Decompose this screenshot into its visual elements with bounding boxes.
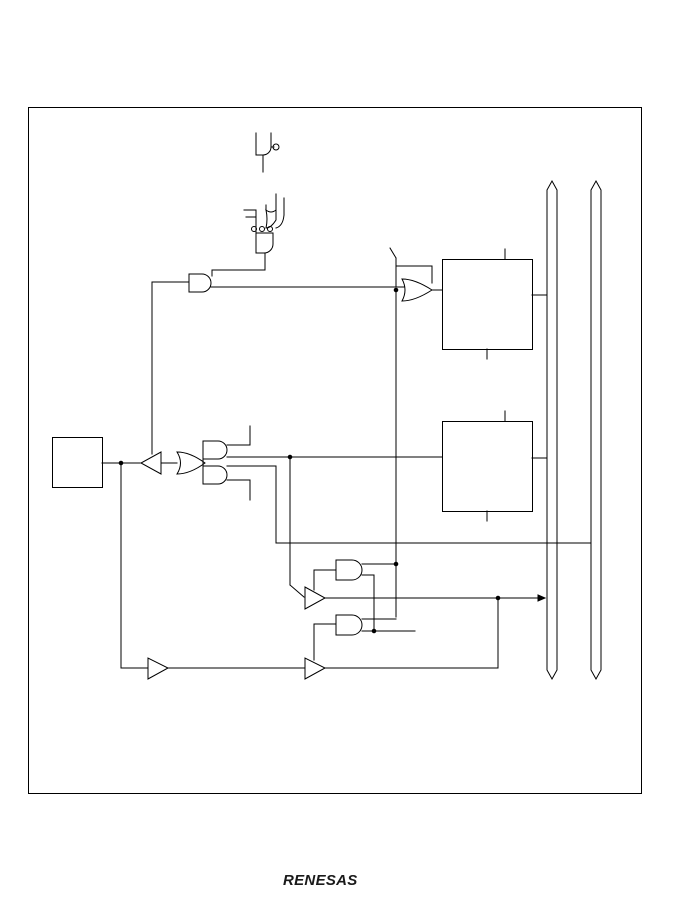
logo-text: RENESAS (283, 871, 358, 889)
and-gate-mid (255, 232, 274, 254)
diagram-frame (28, 107, 642, 794)
internal-bus-left (546, 179, 558, 681)
and-gate-pin-lower (202, 465, 228, 485)
inverter-bubble-b (259, 226, 265, 232)
internal-bus-right (590, 179, 602, 681)
pin-block (52, 437, 103, 488)
buffer-pin (139, 451, 162, 475)
inverter-bubble-top (272, 143, 280, 151)
buffer-input-left (147, 657, 170, 680)
or-gate-pin (176, 451, 206, 475)
inverter-bubble-a (251, 226, 257, 232)
or-gate-register (401, 278, 433, 302)
and-gate-lower-b (335, 614, 363, 636)
junction-a (393, 561, 399, 567)
or-gate-small (265, 208, 277, 229)
buffer-bus-upper (304, 586, 327, 610)
and-gate-lower-a (335, 559, 363, 581)
register-block-lower (442, 421, 533, 512)
and-gate-h1 (188, 273, 212, 293)
and-gate-pin-upper (202, 440, 228, 460)
arrow-to-bus (537, 594, 547, 602)
renesas-logo: RENESAS (283, 868, 387, 892)
register-block-upper (442, 259, 533, 350)
inverter-bubble-c (267, 226, 273, 232)
junction-b (371, 628, 377, 634)
and-gate-top (255, 132, 272, 156)
buffer-input-right (304, 657, 327, 680)
